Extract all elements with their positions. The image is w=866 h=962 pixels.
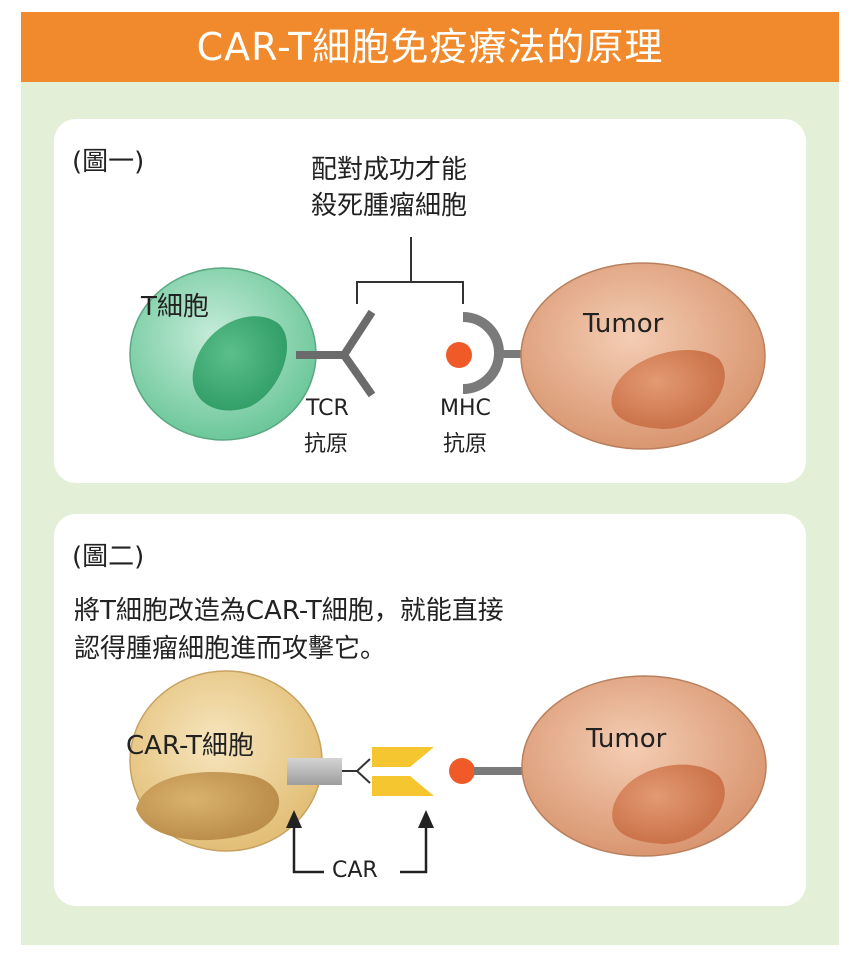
arrow-head-right-icon <box>418 810 434 828</box>
tumor-nucleus <box>611 350 725 429</box>
car-transmembrane-box <box>287 758 342 785</box>
caption-line-2: 殺死腫瘤細胞 <box>311 191 468 221</box>
car-label: CAR <box>332 858 378 883</box>
description-line-1: 將T細胞改造為CAR-T細胞，就能直接 <box>74 596 504 626</box>
car-linker <box>342 758 371 784</box>
panel-1-diagram <box>129 237 766 450</box>
description-line-2: 認得腫瘤細胞進而攻擊它。 <box>74 634 387 664</box>
t-cell-label: T細胞 <box>141 292 209 322</box>
tcr-receptor <box>296 309 376 398</box>
figure-2-tag: (圖二) <box>72 542 145 572</box>
car-receptor-bottom <box>372 776 434 796</box>
tumor-label: Tumor <box>583 309 664 339</box>
mhc-antigen-label: 抗原 <box>443 432 488 457</box>
panel-figure-1: (圖一) 配對成功才能 殺死腫瘤細胞 T細胞 Tumor TCR 抗原 MHC … <box>54 119 806 483</box>
arrow-head-left-icon <box>286 810 302 828</box>
t-cell-nucleus <box>192 316 288 411</box>
pairing-bracket <box>356 237 464 304</box>
page-title: CAR-T細胞免疫療法的原理 <box>21 12 839 82</box>
car-receptor-top <box>372 747 434 767</box>
tcr-antigen-label: 抗原 <box>304 432 349 457</box>
panel-2-diagram <box>129 670 767 874</box>
caption-line-1: 配對成功才能 <box>311 155 468 185</box>
tcr-label: TCR <box>306 396 349 421</box>
tumor-nucleus <box>612 764 725 844</box>
antigen-dot <box>446 342 472 368</box>
tumor-label: Tumor <box>586 724 667 754</box>
car-t-cell-nucleus <box>136 772 280 841</box>
mhc-label: MHC <box>440 396 491 421</box>
car-t-cell-label: CAR-T細胞 <box>126 731 254 761</box>
panel-figure-2: (圖二) 將T細胞改造為CAR-T細胞，就能直接 認得腫瘤細胞進而攻擊它。 CA… <box>54 514 806 906</box>
figure-frame: CAR-T細胞免疫療法的原理 <box>21 12 839 945</box>
antigen-dot <box>449 758 475 784</box>
figure-1-tag: (圖一) <box>72 147 145 177</box>
car-pointer-arrows <box>292 826 428 874</box>
